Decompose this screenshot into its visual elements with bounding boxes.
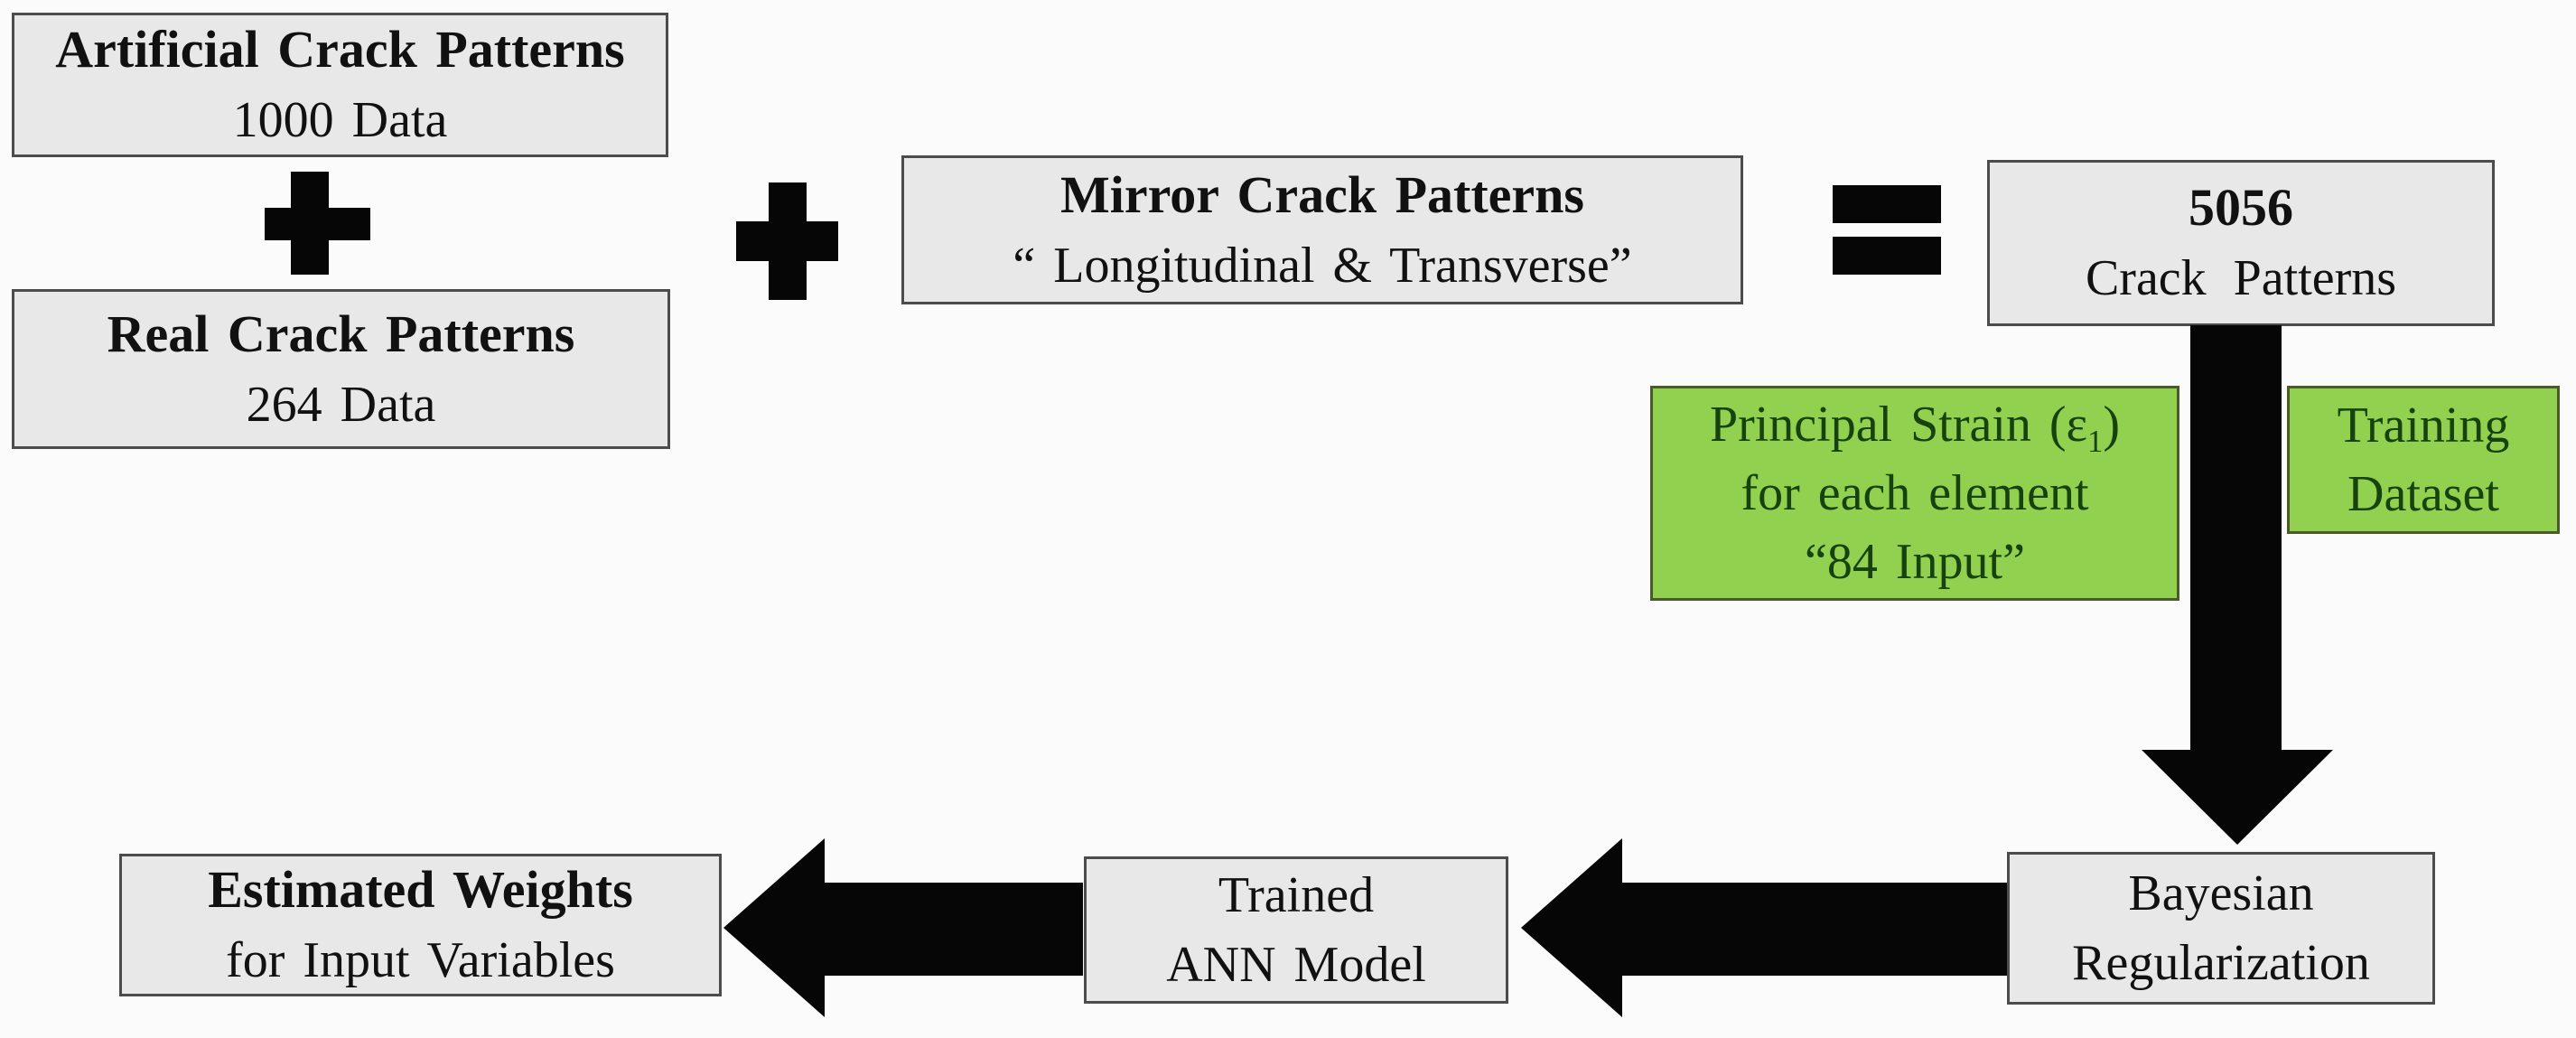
- mirror-title: Mirror Crack Patterns: [1060, 164, 1584, 224]
- real-title: Real Crack Patterns: [107, 304, 575, 363]
- estimated-weights-title: Estimated Weights: [208, 860, 633, 920]
- trained-ann-line2: ANN Model: [1166, 936, 1426, 993]
- arrow-down-head: [2142, 750, 2333, 845]
- estimated-weights-box: Estimated Weights for Input Variables: [119, 854, 722, 996]
- mirror-subtitle: “ Longitudinal & Transverse”: [1013, 237, 1632, 294]
- plus-icon-hbar: [736, 221, 838, 261]
- total-subtitle: Crack Patterns: [2085, 250, 2397, 307]
- total-crack-patterns-box: 5056 Crack Patterns: [1987, 160, 2495, 326]
- arrow-down-shaft: [2190, 325, 2282, 752]
- artificial-title: Artificial Crack Patterns: [55, 20, 625, 79]
- training-dataset-line2: Dataset: [2347, 466, 2499, 522]
- real-count: 264 Data: [246, 376, 436, 433]
- trained-ann-model-box: Trained ANN Model: [1084, 856, 1508, 1004]
- trained-ann-line1: Trained: [1218, 867, 1375, 924]
- bayesian-line1: Bayesian: [2128, 865, 2314, 922]
- arrow-left-head: [1521, 838, 1622, 1017]
- plus-icon-hbar: [265, 208, 370, 240]
- bayesian-line2: Regularization: [2072, 934, 2370, 991]
- real-crack-patterns-box: Real Crack Patterns 264 Data: [12, 289, 670, 449]
- mirror-crack-patterns-box: Mirror Crack Patterns “ Longitudinal & T…: [901, 155, 1743, 304]
- principal-strain-line3: “84 Input”: [1805, 534, 2025, 591]
- arrow-left-shaft: [823, 883, 1083, 976]
- arrow-left-shaft: [1620, 883, 2007, 976]
- principal-strain-line1: Principal Strain (ε1): [1709, 396, 2121, 459]
- principal-strain-box: Principal Strain (ε1) for each element “…: [1650, 386, 2179, 601]
- total-count: 5056: [2189, 178, 2293, 238]
- bayesian-regularization-box: Bayesian Regularization: [2007, 852, 2435, 1005]
- training-dataset-line1: Training: [2337, 397, 2510, 454]
- artificial-crack-patterns-box: Artificial Crack Patterns 1000 Data: [12, 13, 668, 157]
- equals-icon-bar: [1833, 237, 1941, 275]
- principal-strain-line2: for each element: [1741, 464, 2089, 521]
- artificial-count: 1000 Data: [232, 92, 448, 149]
- estimated-weights-subtitle: for Input Variables: [226, 932, 615, 989]
- training-dataset-box: Training Dataset: [2287, 386, 2560, 534]
- equals-icon-bar: [1833, 185, 1941, 223]
- arrow-left-head: [723, 838, 825, 1017]
